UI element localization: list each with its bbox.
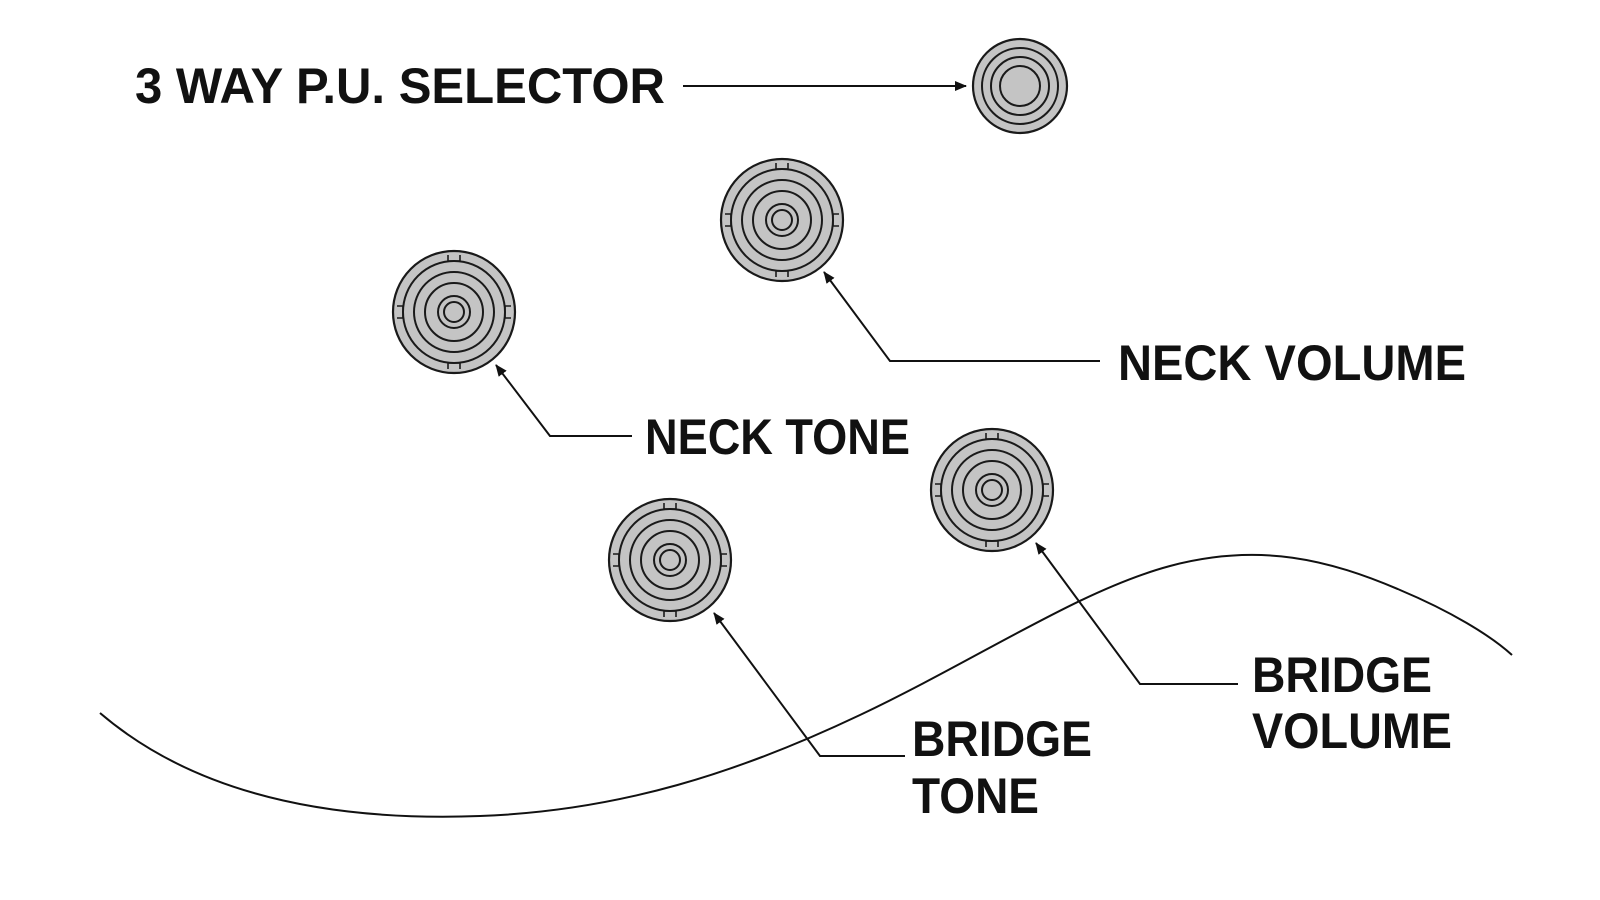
selector-label: 3 WAY P.U. SELECTOR bbox=[135, 58, 665, 114]
bridge-volume-label-line1: BRIDGE bbox=[1252, 647, 1432, 703]
selector-switch-tip-icon[interactable] bbox=[971, 37, 1069, 135]
bridge-tone-knob-icon[interactable] bbox=[607, 497, 733, 623]
neck-tone-knob-icon[interactable] bbox=[391, 249, 517, 375]
guitar-body-outline bbox=[99, 553, 1513, 818]
bridge-tone-leader-arrow bbox=[713, 612, 905, 757]
neck-volume-leader-arrow bbox=[823, 271, 1100, 362]
bridge-tone-label-line1: BRIDGE bbox=[912, 711, 1092, 767]
neck-tone-leader-arrow bbox=[495, 364, 632, 437]
bridge-volume-leader-arrow bbox=[1035, 542, 1238, 685]
bridge-volume-label-line2: VOLUME bbox=[1252, 703, 1452, 759]
bridge-tone-label-line2: TONE bbox=[912, 768, 1039, 824]
neck-volume-knob-icon[interactable] bbox=[719, 157, 845, 283]
neck-volume-label: NECK VOLUME bbox=[1118, 335, 1466, 391]
neck-tone-label: NECK TONE bbox=[645, 409, 910, 465]
bridge-volume-knob-icon[interactable] bbox=[929, 427, 1055, 553]
